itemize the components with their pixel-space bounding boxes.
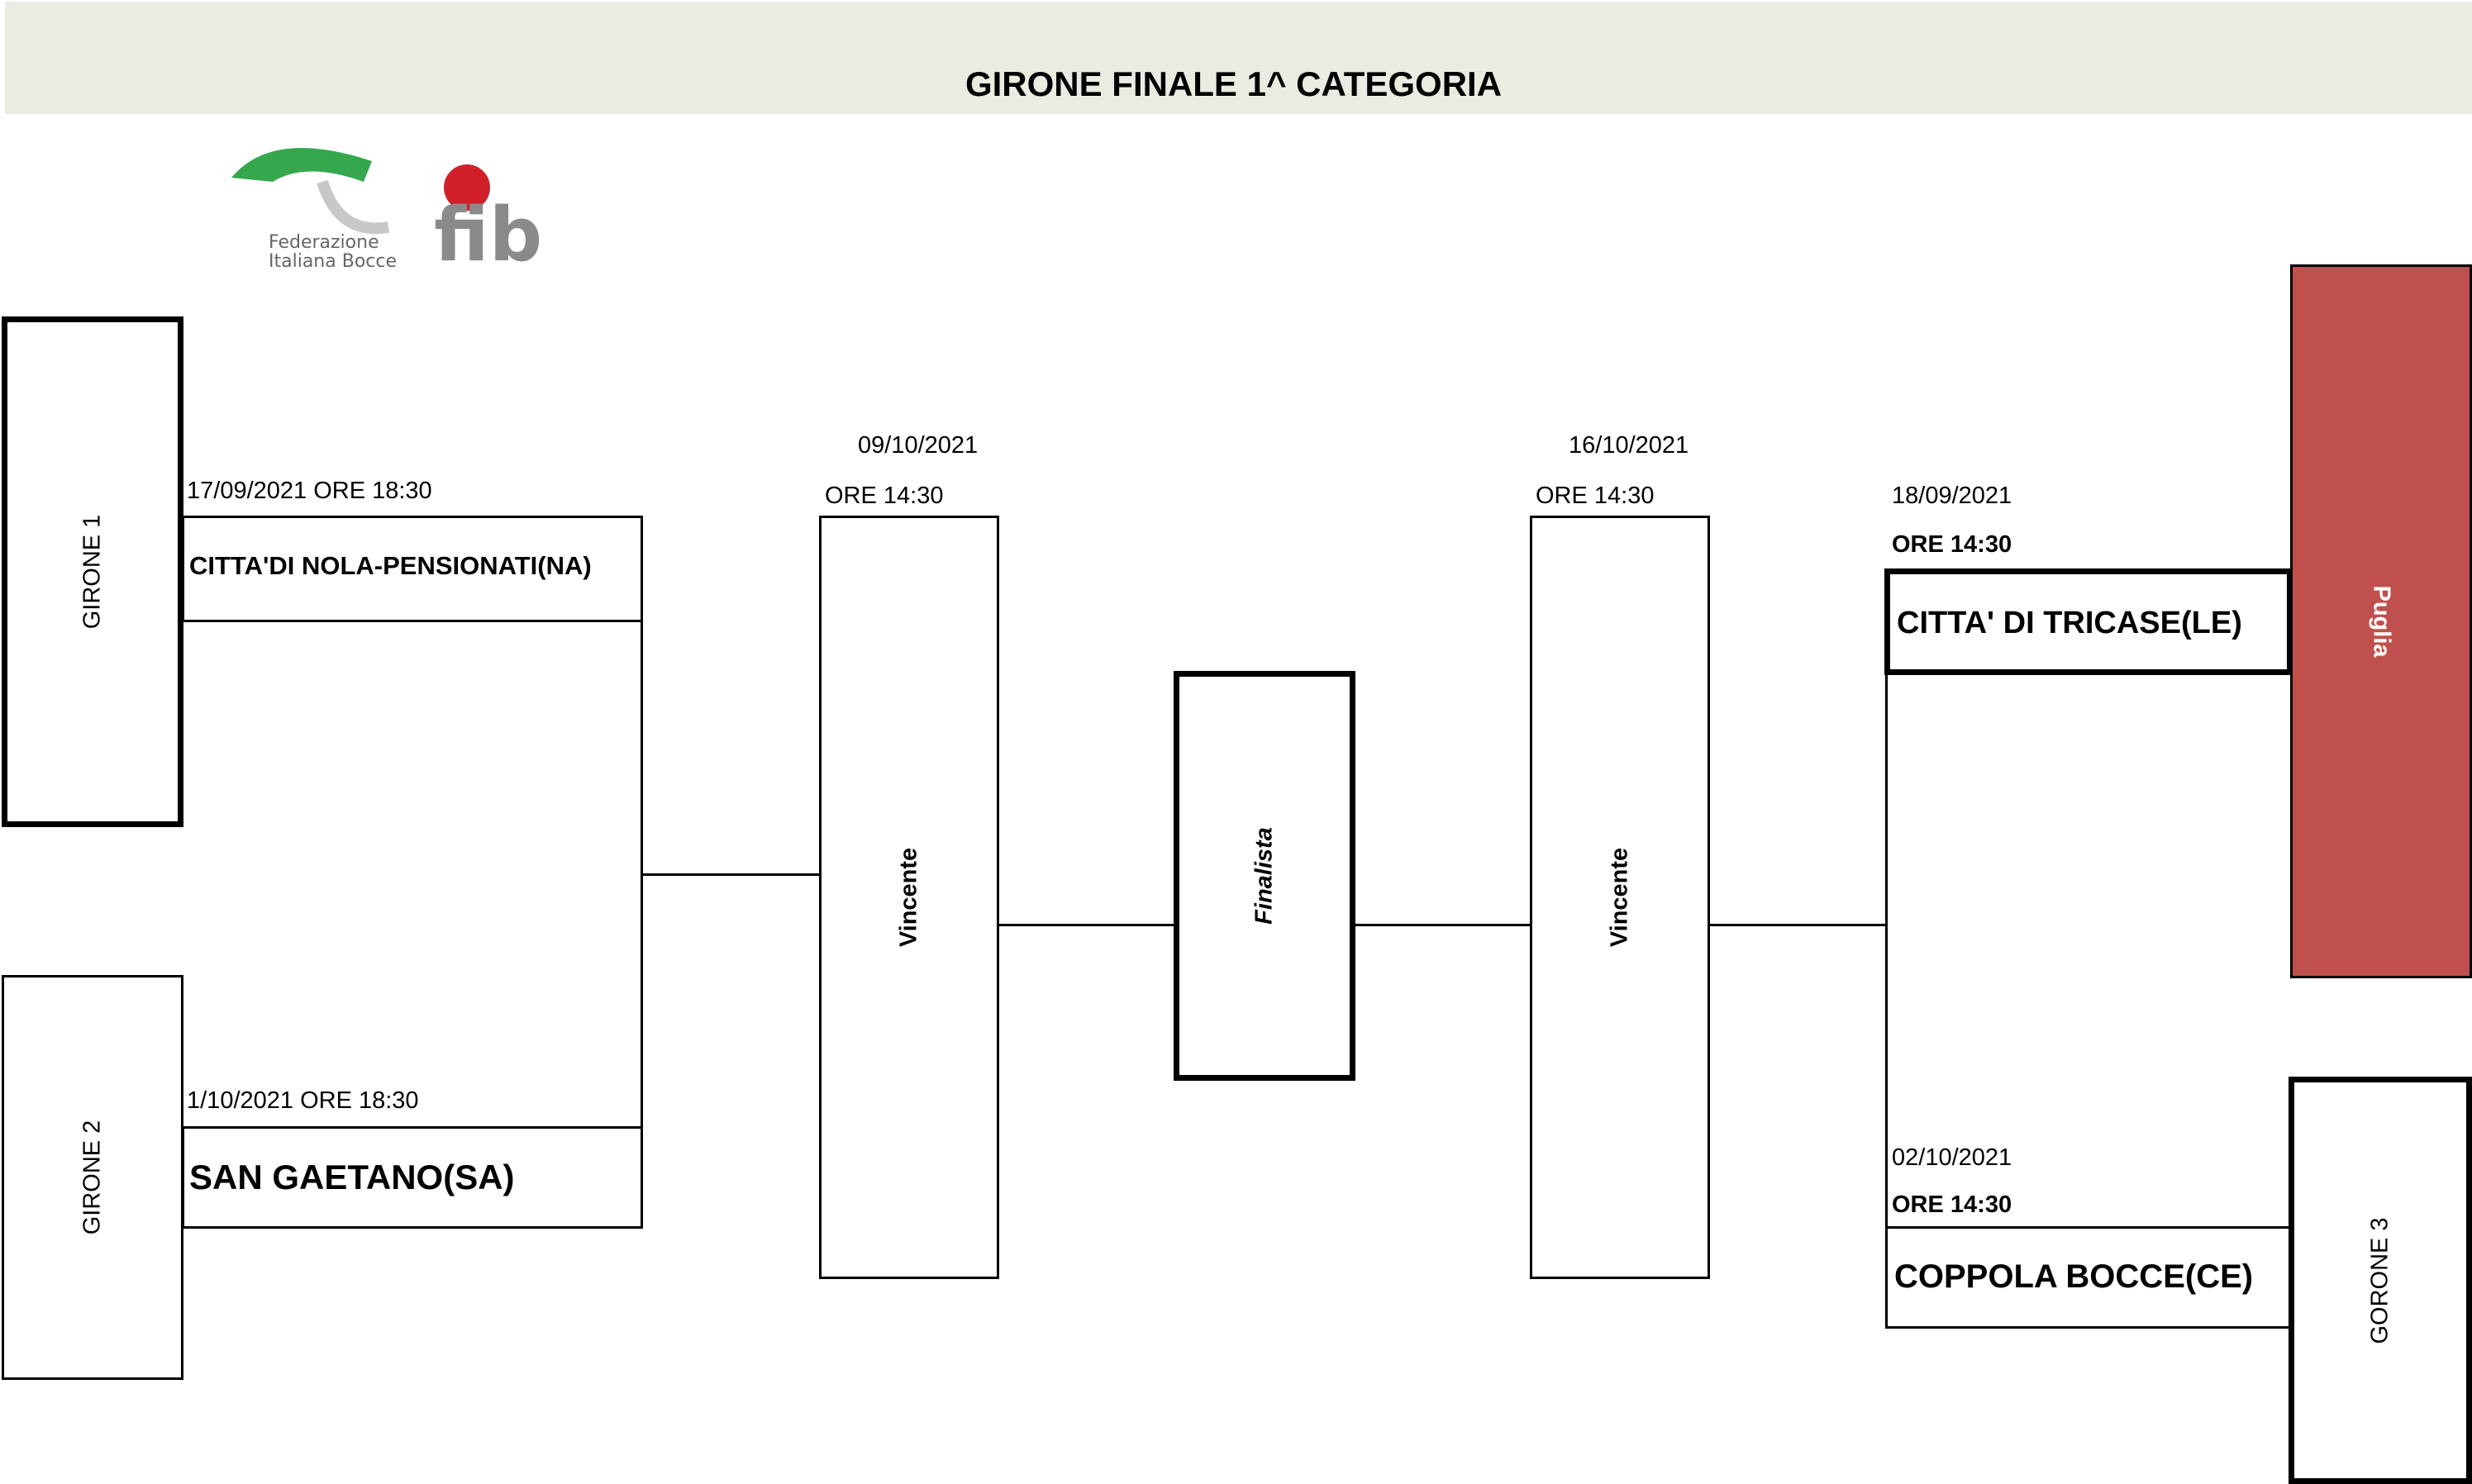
match-1-slot: CITTA'DI NOLA-PENSIONATI(NA)	[182, 516, 643, 622]
match-4-time: ORE 14:30	[1892, 1191, 2012, 1218]
match-3-slot: CITTA' DI TRICASE(LE)	[1884, 568, 2293, 675]
region-puglia-box: Puglia	[2290, 264, 2472, 978]
logo-org-line1: Federazione	[269, 232, 379, 253]
bracket-right-connector	[1710, 924, 1887, 926]
group-3-box: GORONE 3	[2289, 1077, 2472, 1484]
group-2-label: GIRONE 2	[79, 1120, 106, 1235]
match-3-team: CITTA' DI TRICASE(LE)	[1897, 606, 2242, 640]
bracket-right-vertical	[1885, 671, 1888, 1229]
semi-right-time: ORE 14:30	[1536, 483, 1655, 509]
svg-text:fib: fib	[434, 192, 542, 277]
final-to-semi-right-line	[1355, 924, 1531, 926]
region-puglia-label: Puglia	[2368, 585, 2395, 658]
match-1-team: CITTA'DI NOLA-PENSIONATI(NA)	[189, 551, 592, 580]
page-title: GIRONE FINALE 1^ CATEGORIA	[965, 64, 1503, 103]
match-2-datetime: 1/10/2021 ORE 18:30	[187, 1087, 419, 1114]
match-3-date: 18/09/2021	[1892, 483, 2012, 509]
match-2-slot: SAN GAETANO(SA)	[182, 1126, 643, 1229]
semi-right-date: 16/10/2021	[1569, 432, 1689, 459]
match-2-team: SAN GAETANO(SA)	[189, 1158, 515, 1196]
semi-left-box: Vincente	[819, 516, 999, 1279]
group-1-label: GIRONE 1	[79, 514, 106, 630]
header-bar	[5, 2, 2472, 114]
fib-logo: fib Federazione Italiana Bocce	[223, 136, 603, 278]
semi-right-label: Vincente	[1606, 847, 1633, 948]
match-3-time: ORE 14:30	[1892, 531, 2012, 558]
match-4-slot: COPPOLA BOCCE(CE)	[1885, 1226, 2293, 1329]
semi-left-date: 09/10/2021	[858, 432, 979, 459]
bracket-left-connector	[643, 873, 821, 876]
final-label: Finalista	[1250, 827, 1278, 925]
semi-left-to-final-line	[999, 924, 1175, 926]
final-box: Finalista	[1174, 671, 1355, 1081]
match-1-datetime: 17/09/2021 ORE 18:30	[187, 478, 432, 504]
group-1-box: GIRONE 1	[2, 316, 183, 827]
match-4-date: 02/10/2021	[1892, 1144, 2012, 1171]
semi-right-box: Vincente	[1530, 516, 1710, 1279]
match-4-team: COPPOLA BOCCE(CE)	[1894, 1258, 2254, 1295]
group-3-label: GORONE 3	[2366, 1216, 2393, 1344]
semi-left-time: ORE 14:30	[825, 483, 944, 509]
logo-org-line2: Italiana Bocce	[269, 251, 397, 272]
group-2-box: GIRONE 2	[2, 975, 183, 1380]
semi-left-label: Vincente	[895, 847, 922, 948]
bracket-left-vertical	[641, 620, 643, 1129]
